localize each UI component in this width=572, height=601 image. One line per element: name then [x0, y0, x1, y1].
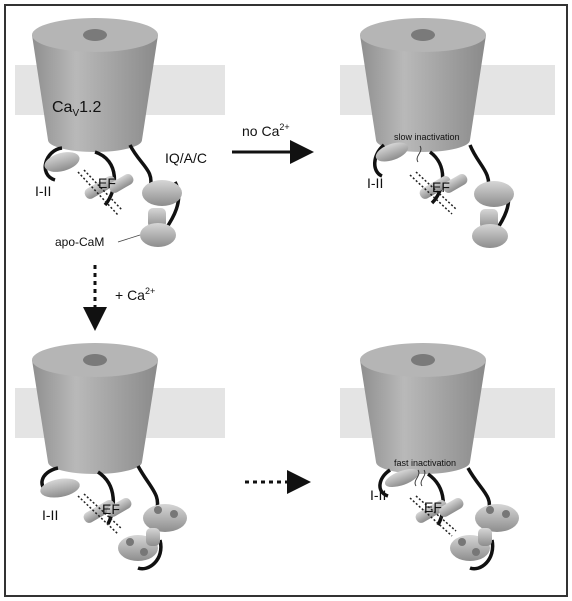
annotation-pointer [414, 469, 426, 487]
channel-cylinder [360, 343, 486, 474]
arrow-no-ca: no Ca2+ [232, 122, 314, 164]
channel-cylinder [32, 343, 158, 474]
EF-label: EF [98, 175, 116, 191]
channel-cylinder [360, 18, 486, 152]
arrow-plus-ca: + Ca2+ [83, 265, 155, 331]
I-II-domain [40, 478, 80, 498]
linker-loops [40, 465, 163, 571]
dotted-link [77, 169, 123, 216]
arrow-no-ca-label: no Ca2+ [242, 122, 290, 139]
I-II-label: I-II [370, 487, 386, 503]
panel-bottom-right: I-II EF fast inactivation [340, 343, 555, 571]
arrow-plus-ca-label: + Ca2+ [115, 286, 155, 303]
slow-inactivation-label: slow inactivation [394, 132, 460, 142]
I-II-label: I-II [35, 183, 51, 199]
apo-cam-label: apo-CaM [55, 235, 104, 249]
pore [83, 354, 107, 366]
panel-top-left: CaV1.2 I-II EF IQ/A/C apo-CaM [15, 18, 225, 249]
channel-label: CaV1.2 [52, 99, 101, 119]
dotted-link [77, 493, 123, 535]
EF-helix-1 [83, 500, 115, 523]
EF-helix-1 [415, 499, 447, 523]
channel-cylinder [32, 18, 158, 152]
apo-cam-shape [472, 181, 514, 248]
apo-cam-shape [140, 180, 182, 247]
IQ-label: IQ/A/C [165, 150, 207, 166]
panel-bottom-left: I-II EF [15, 343, 225, 571]
I-II-label: I-II [42, 507, 58, 523]
pore [83, 29, 107, 41]
EF-helix-2 [107, 498, 132, 517]
annotation-pointer [416, 145, 422, 163]
ca-cam-shape [450, 504, 519, 561]
I-II-domain [44, 152, 80, 172]
I-II-domain [375, 142, 409, 162]
panel-top-right: I-II EF slow inactivation [340, 18, 555, 248]
pore [411, 354, 435, 366]
EF-helix-2 [109, 174, 134, 193]
EF-helix-1 [84, 176, 116, 199]
pore [411, 29, 435, 41]
EF-helix-1 [419, 176, 451, 199]
I-II-domain [384, 468, 420, 488]
EF-label: EF [424, 499, 442, 515]
dotted-link [409, 495, 457, 537]
fast-inactivation-label: fast inactivation [394, 458, 456, 468]
dotted-link [409, 171, 457, 215]
ca-cam-shape [118, 504, 187, 561]
EF-helix-2 [443, 174, 468, 193]
EF-label: EF [432, 179, 450, 195]
EF-label: EF [102, 501, 120, 517]
linker-loops [378, 467, 495, 571]
I-II-label: I-II [367, 175, 383, 191]
EF-helix-2 [439, 497, 464, 517]
